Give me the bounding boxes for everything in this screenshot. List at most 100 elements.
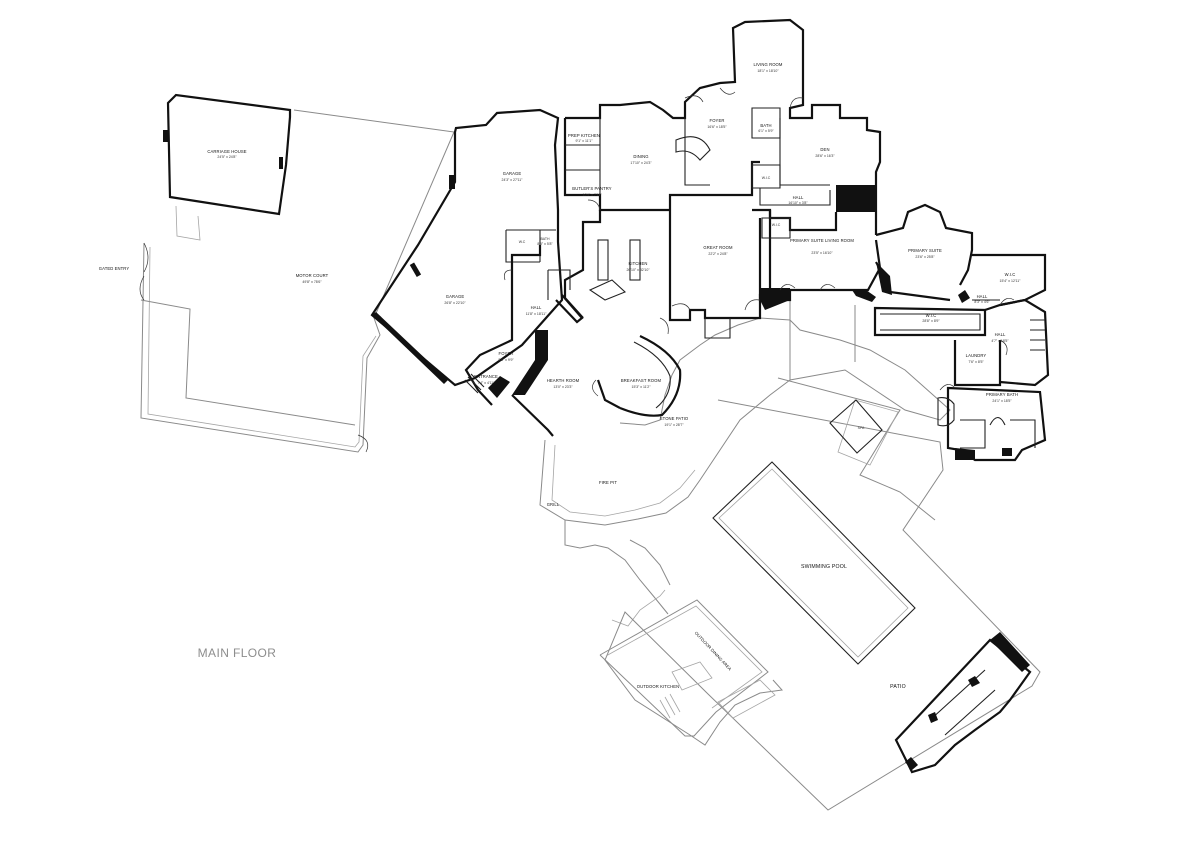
- room-label-wic-small: W.I.C: [762, 176, 771, 180]
- svg-text:6'1" x 5'9": 6'1" x 5'9": [758, 129, 774, 133]
- outdoor-kitchen-area-outline: [599, 599, 776, 737]
- room-label-wic-small2: W.I.C: [772, 223, 781, 227]
- svg-text:LAUNDRY: LAUNDRY: [966, 353, 987, 358]
- room-label-grill: GRILL: [547, 502, 560, 507]
- motor-court-outline: [140, 109, 455, 453]
- room-label-kitchen: KITCHEN 26'10" x 32'10": [626, 261, 650, 272]
- room-label-spa: SPA: [858, 426, 865, 430]
- room-label-wic-long: W.I.C 28'8" x 8'9": [922, 313, 940, 323]
- room-label-dining: DINING 17'10" x 24'3": [630, 154, 652, 165]
- room-label-hall-mid: HALL 11'8" x 18'11": [526, 305, 547, 316]
- room-label-butlers-pantry: BUTLER'S PANTRY 10'9" x 7'11": [572, 186, 611, 197]
- room-label-primary-bath: PRIMARY BATH 24'1" x 18'5": [986, 392, 1018, 403]
- primary-suite-living: [758, 210, 882, 310]
- svg-text:GARAGE: GARAGE: [446, 294, 465, 299]
- svg-text:24'3" x 27'11": 24'3" x 27'11": [502, 178, 524, 182]
- svg-text:MOTOR COURT: MOTOR COURT: [296, 273, 329, 278]
- room-label-hall-upper: HALL 16'10" x 3'8": [788, 195, 808, 205]
- svg-text:LIVING ROOM: LIVING ROOM: [753, 62, 782, 67]
- gate-icon: [139, 242, 369, 453]
- svg-text:15'3" x 11'2": 15'3" x 11'2": [632, 385, 652, 389]
- svg-text:DINING: DINING: [633, 154, 648, 159]
- svg-text:W.I.C: W.I.C: [762, 176, 771, 180]
- svg-text:BATH: BATH: [760, 123, 771, 128]
- svg-text:19'1" x 28'7": 19'1" x 28'7": [664, 423, 684, 427]
- svg-text:PREP KITCHEN: PREP KITCHEN: [568, 133, 600, 138]
- room-label-garage-upper: GARAGE 24'3" x 27'11": [502, 171, 524, 182]
- svg-text:FOYER: FOYER: [499, 351, 514, 356]
- svg-text:28'8" x 8'9": 28'8" x 8'9": [922, 319, 940, 323]
- spa-shape: [829, 399, 883, 454]
- svg-text:FIRE PIT: FIRE PIT: [599, 480, 617, 485]
- great-room-kitchen: [555, 208, 772, 339]
- svg-text:PRIMARY BATH: PRIMARY BATH: [986, 392, 1018, 397]
- svg-text:W.I.C: W.I.C: [926, 313, 937, 318]
- svg-text:26'8" x 22'10": 26'8" x 22'10": [444, 301, 466, 305]
- svg-text:7'6" x 8'5": 7'6" x 8'5": [968, 360, 984, 364]
- svg-text:11'8" x 18'11": 11'8" x 18'11": [526, 312, 547, 316]
- room-label-garage-lower: GARAGE 26'8" x 22'10": [444, 294, 466, 305]
- svg-text:W.C: W.C: [519, 240, 526, 244]
- svg-text:HALL: HALL: [531, 305, 542, 310]
- svg-text:ENTRANCE: ENTRANCE: [474, 374, 498, 379]
- svg-text:PATIO: PATIO: [890, 684, 906, 690]
- room-label-foyer-main: FOYER 16'6" x 18'5": [707, 118, 727, 129]
- svg-text:W.I.C: W.I.C: [1005, 272, 1016, 277]
- svg-text:GREAT ROOM: GREAT ROOM: [703, 245, 733, 250]
- svg-text:HALL: HALL: [995, 332, 1006, 337]
- floor-title: MAIN FLOOR: [198, 646, 276, 660]
- room-label-motor-court: MOTOR COURT 49'8" x 78'6": [296, 273, 329, 284]
- swimming-pool-shape: [712, 461, 916, 665]
- svg-text:FOYER: FOYER: [710, 118, 725, 123]
- svg-text:15'4" x 12'11": 15'4" x 12'11": [1000, 279, 1022, 283]
- room-label-living-room: LIVING ROOM 18'1" x 18'10": [753, 62, 782, 73]
- room-label-primary-suite-living: PRIMARY SUITE LIVING ROOM 23'5" x 16'10": [790, 238, 854, 255]
- svg-text:SWIMMING POOL: SWIMMING POOL: [801, 564, 847, 570]
- room-label-fire-pit: FIRE PIT: [599, 480, 617, 485]
- svg-text:8'3" x 4'6": 8'3" x 4'6": [974, 300, 990, 304]
- room-label-prep-kitchen: PREP KITCHEN 9'1" x 11'1": [568, 133, 600, 143]
- svg-text:PRIMARY SUITE: PRIMARY SUITE: [908, 248, 942, 253]
- svg-text:DEN: DEN: [820, 147, 829, 152]
- svg-text:24'5" x 24'8": 24'5" x 24'8": [217, 155, 237, 159]
- svg-text:22'2" x 24'8": 22'2" x 24'8": [708, 252, 728, 256]
- carriage-house: [163, 93, 292, 216]
- patio-pavilion: [894, 632, 1032, 774]
- room-label-hearth-room: HEARTH ROOM 13'0" x 23'3": [547, 378, 580, 389]
- svg-text:PRIMARY SUITE LIVING ROOM: PRIMARY SUITE LIVING ROOM: [790, 238, 854, 243]
- svg-text:26'10" x 32'10": 26'10" x 32'10": [626, 268, 650, 272]
- room-label-laundry: LAUNDRY 7'6" x 8'5": [966, 353, 987, 364]
- svg-text:7'4" x 4'11": 7'4" x 4'11": [478, 381, 496, 385]
- svg-text:SPA: SPA: [858, 426, 865, 430]
- room-label-entrance: ENTRANCE 7'4" x 4'11": [474, 374, 498, 385]
- svg-text:28'6" x 16'3": 28'6" x 16'3": [815, 154, 835, 158]
- svg-text:23'5" x 16'10": 23'5" x 16'10": [811, 251, 833, 255]
- room-label-stone-patio: STONE PATIO 19'1" x 28'7": [660, 416, 689, 427]
- room-label-hall-right2: HALL 4'7" x 18'5": [991, 332, 1009, 343]
- room-label-bath-main: BATH 6'1" x 5'9": [758, 123, 774, 133]
- svg-text:BATH: BATH: [540, 237, 550, 241]
- room-label-hall-right: HALL 8'3" x 4'6": [974, 294, 990, 304]
- svg-text:23'6" x 25'8": 23'6" x 25'8": [915, 255, 935, 259]
- room-label-great-room: GREAT ROOM 22'2" x 24'8": [703, 245, 733, 256]
- entrance-hearth: [464, 245, 682, 437]
- central-north-wing: [563, 18, 882, 235]
- door-swings: [503, 87, 1015, 397]
- room-label-foyer-side: FOYER 8'5" x 9'9": [498, 351, 514, 362]
- garage-block: [370, 108, 564, 387]
- svg-text:13'0" x 23'3": 13'0" x 23'3": [553, 385, 573, 389]
- svg-text:4'7" x 18'5": 4'7" x 18'5": [991, 339, 1009, 343]
- room-label-bath-small: BATH 8'5" x 5'8": [537, 237, 553, 246]
- stone-patio-outline: [539, 300, 951, 627]
- svg-text:10'9" x 7'11": 10'9" x 7'11": [583, 193, 603, 197]
- room-label-patio: PATIO: [890, 684, 906, 690]
- room-label-swimming-pool: SWIMMING POOL: [801, 564, 847, 570]
- room-label-primary-suite: PRIMARY SUITE 23'6" x 25'8": [908, 248, 942, 259]
- room-label-wic-right: W.I.C 15'4" x 12'11": [1000, 272, 1022, 283]
- svg-text:GRILL: GRILL: [547, 502, 560, 507]
- svg-text:CARRIAGE HOUSE: CARRIAGE HOUSE: [207, 149, 246, 154]
- room-label-den: DEN 28'6" x 16'3": [815, 147, 835, 158]
- svg-text:W.I.C: W.I.C: [772, 223, 781, 227]
- svg-text:BREAKFAST ROOM: BREAKFAST ROOM: [621, 378, 662, 383]
